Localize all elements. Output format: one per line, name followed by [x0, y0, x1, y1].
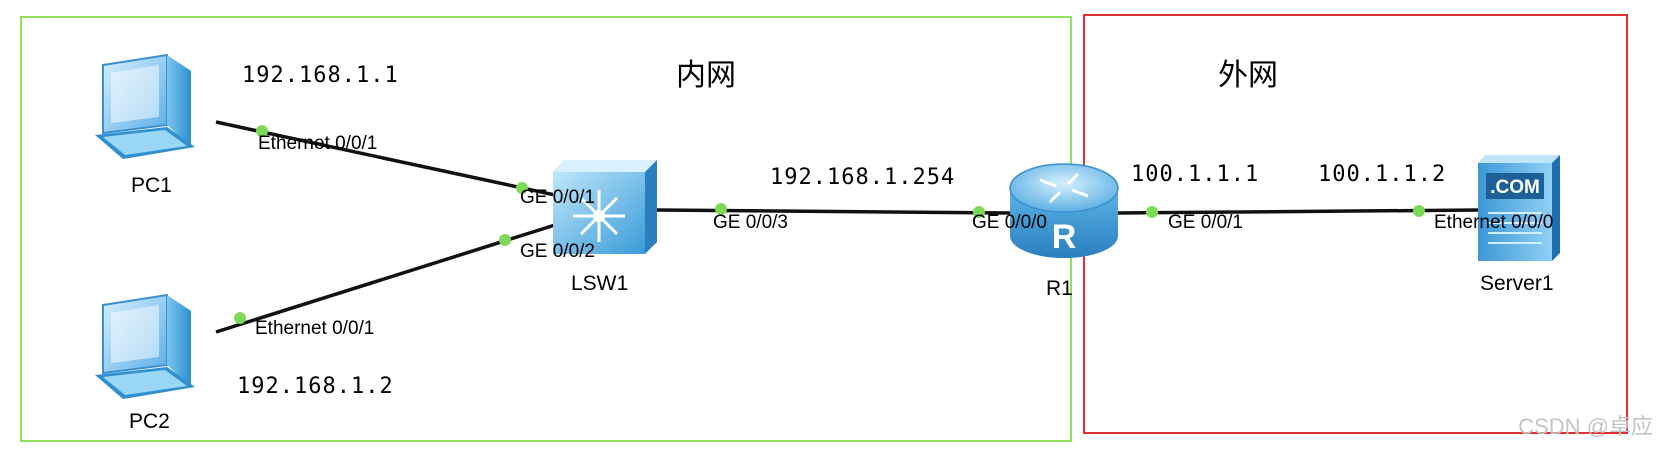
ip-pc2: 192.168.1.2: [237, 374, 394, 399]
port-label-r1-ge1: GE 0/0/1: [1168, 212, 1243, 233]
port-dot-lsw1-ge2: [499, 234, 511, 246]
port-label-lsw1-ge1: GE 0/0/1: [520, 187, 595, 208]
svg-text:R: R: [1052, 218, 1077, 256]
ip-r1-outer: 100.1.1.1: [1131, 162, 1260, 187]
intranet-label: 内网: [676, 58, 736, 93]
port-dot-r1-ge0: [973, 206, 985, 218]
ip-pc1: 192.168.1.1: [242, 63, 399, 88]
port-dot-pc2: [234, 312, 246, 324]
ip-server1: 100.1.1.2: [1318, 162, 1447, 187]
port-label-pc2-eth: Ethernet 0/0/1: [255, 318, 375, 339]
server1-icon[interactable]: .COM: [1478, 155, 1560, 261]
ip-r1-inner: 192.168.1.254: [770, 165, 956, 190]
port-dot-server1: [1413, 205, 1425, 217]
device-name-pc1: PC1: [131, 174, 172, 197]
port-label-r1-ge0: GE 0/0/0: [972, 212, 1047, 233]
r1-icon[interactable]: R: [1009, 163, 1119, 258]
links: [215, 120, 1481, 334]
port-label-pc1-eth: Ethernet 0/0/1: [258, 133, 378, 154]
port-label-server1-eth: Ethernet 0/0/0: [1434, 212, 1554, 233]
lsw1-icon[interactable]: [553, 160, 657, 254]
port-dot-lsw1-ge1: [516, 182, 528, 194]
pc1-icon[interactable]: [95, 53, 195, 159]
device-name-server1: Server1: [1480, 272, 1554, 295]
port-dot-r1-ge1: [1146, 206, 1158, 218]
port-label-lsw1-ge2: GE 0/0/2: [520, 241, 595, 262]
server-badge-text: .COM: [1490, 177, 1540, 198]
link-lsw1-r1: [655, 208, 1011, 215]
link-pc2-lsw1: [215, 223, 556, 334]
device-name-pc2: PC2: [129, 410, 170, 433]
port-dot-lsw1-ge3: [715, 203, 727, 215]
link-pc1-lsw1: [215, 120, 556, 197]
port-dot-pc1: [256, 125, 268, 137]
port-dots: [234, 125, 1425, 324]
device-name-lsw1: LSW1: [571, 272, 629, 295]
pc2-icon[interactable]: [95, 293, 195, 399]
extranet-label: 外网: [1218, 58, 1278, 93]
port-label-lsw1-ge3: GE 0/0/3: [713, 212, 788, 233]
device-name-r1: R1: [1046, 277, 1073, 300]
watermark: CSDN @卓应: [1518, 414, 1653, 439]
